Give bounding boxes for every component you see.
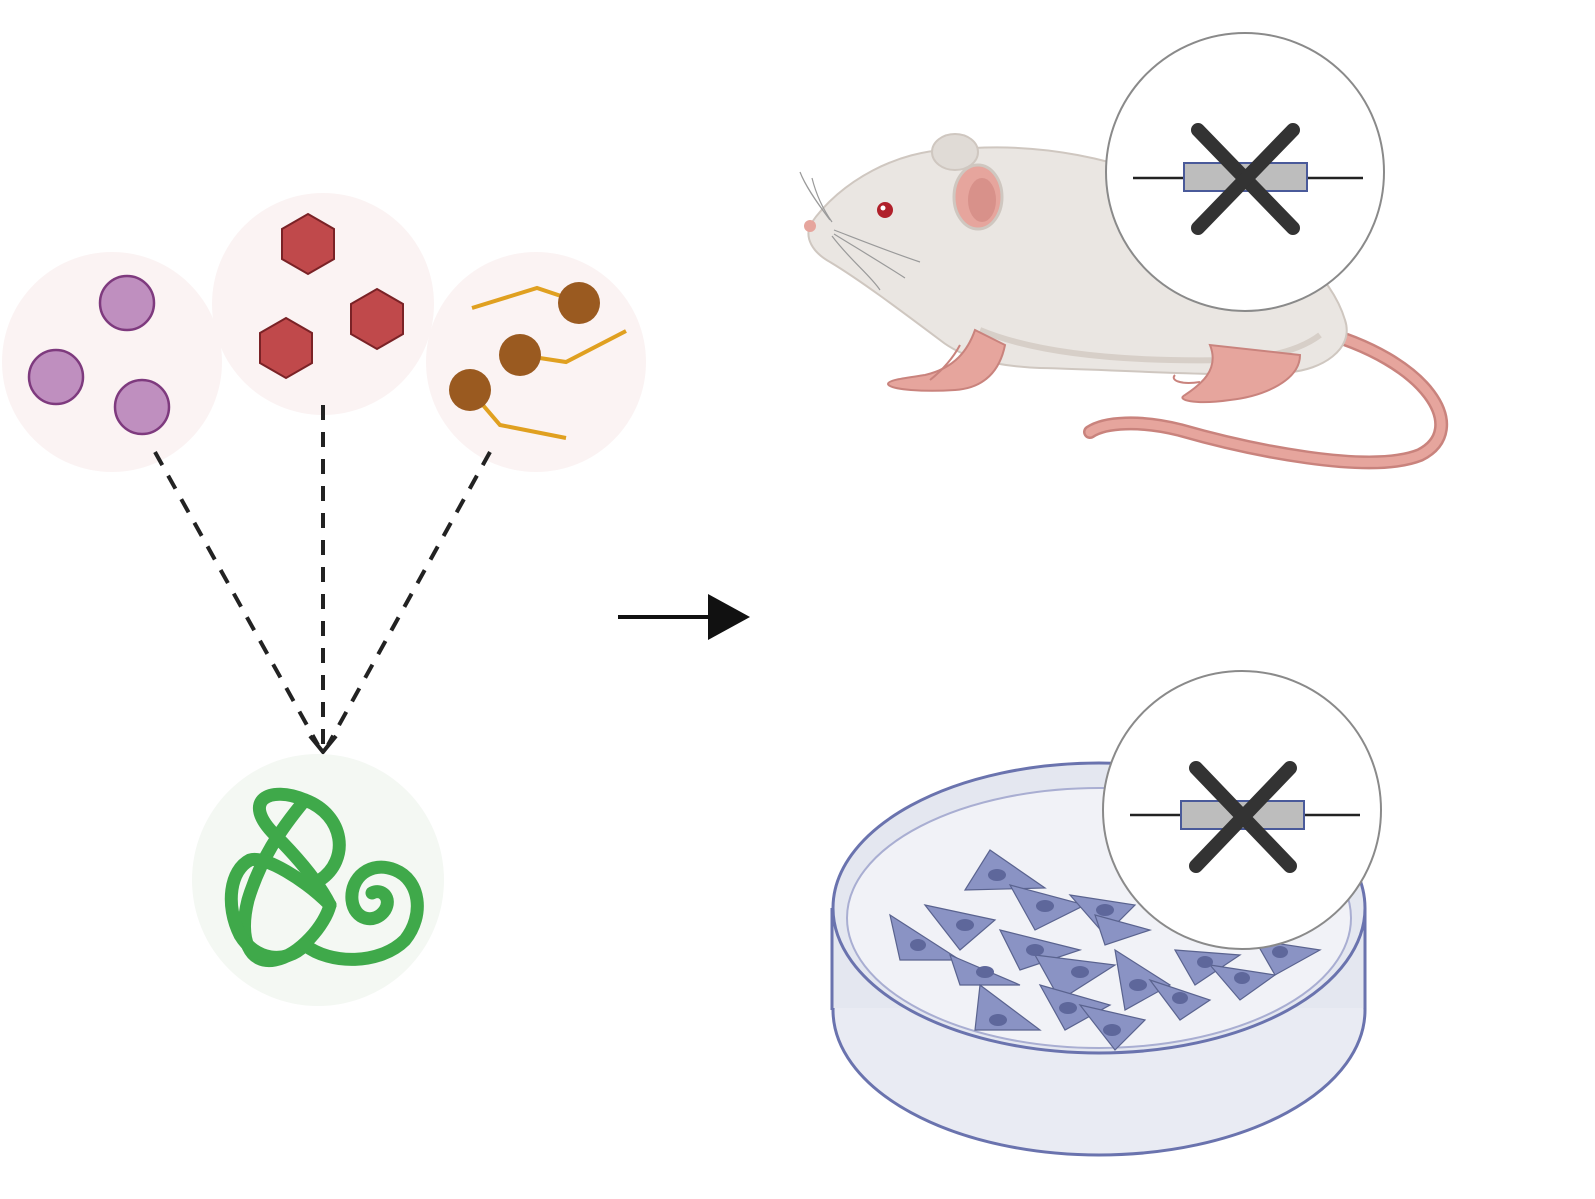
protein-coil-icon — [224, 787, 424, 968]
metabolite-bubble-lipids — [426, 252, 646, 472]
gene-knockout-badge-cells — [1102, 670, 1382, 950]
cell — [1094, 914, 1153, 946]
mouse-front-leg — [886, 328, 1007, 392]
red-hexagon — [281, 212, 335, 276]
lipid-head — [449, 369, 491, 411]
lipid-head — [558, 282, 600, 324]
protein-bubble — [192, 754, 444, 1006]
cell-nuclei — [910, 869, 1288, 1036]
cell — [889, 913, 963, 961]
mouse-nose — [804, 220, 816, 232]
red-hexagon — [350, 287, 404, 351]
main-arrow — [618, 594, 750, 640]
mouse-hind-leg — [1181, 343, 1302, 404]
cell — [1253, 939, 1322, 976]
metabolite-bubble-hexagons — [212, 193, 434, 415]
mouse-eye — [877, 202, 893, 218]
purple-circle — [98, 274, 156, 332]
red-hexagon — [259, 316, 313, 380]
purple-circle — [27, 348, 85, 406]
purple-circle — [113, 378, 171, 436]
gene-knockout-badge-mouse — [1105, 32, 1385, 312]
lipid-head — [499, 334, 541, 376]
cell — [963, 849, 1047, 891]
dashed-arrowhead — [308, 734, 338, 756]
dashed-arrows — [153, 405, 492, 746]
metabolite-bubble-circles — [2, 252, 222, 472]
